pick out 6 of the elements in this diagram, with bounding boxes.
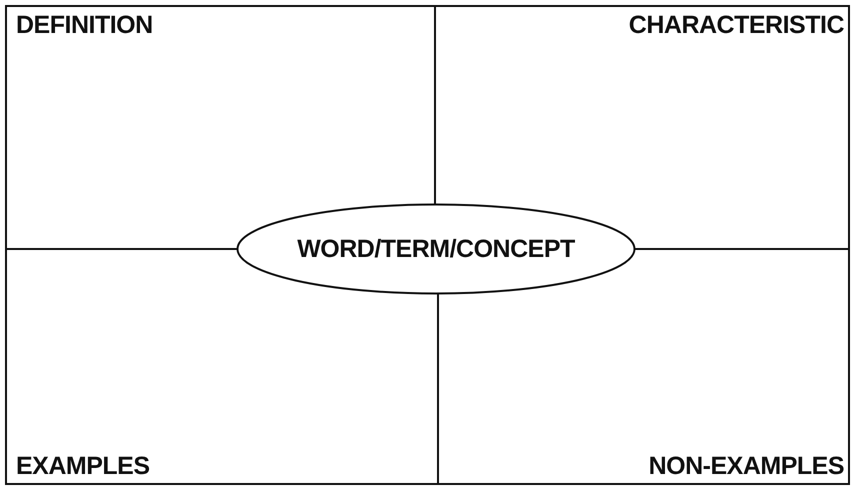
- quadrant-heading: DEFINITION: [16, 10, 153, 40]
- quadrant-heading: CHARACTERISTIC: [628, 10, 844, 40]
- concept-text: WORD/TERM/CONCEPT: [296, 234, 576, 264]
- quadrant-heading: EXAMPLES: [16, 451, 150, 481]
- concept-ellipse: [236, 203, 636, 295]
- quadrant-heading: NON-EXAMPLES: [648, 451, 844, 481]
